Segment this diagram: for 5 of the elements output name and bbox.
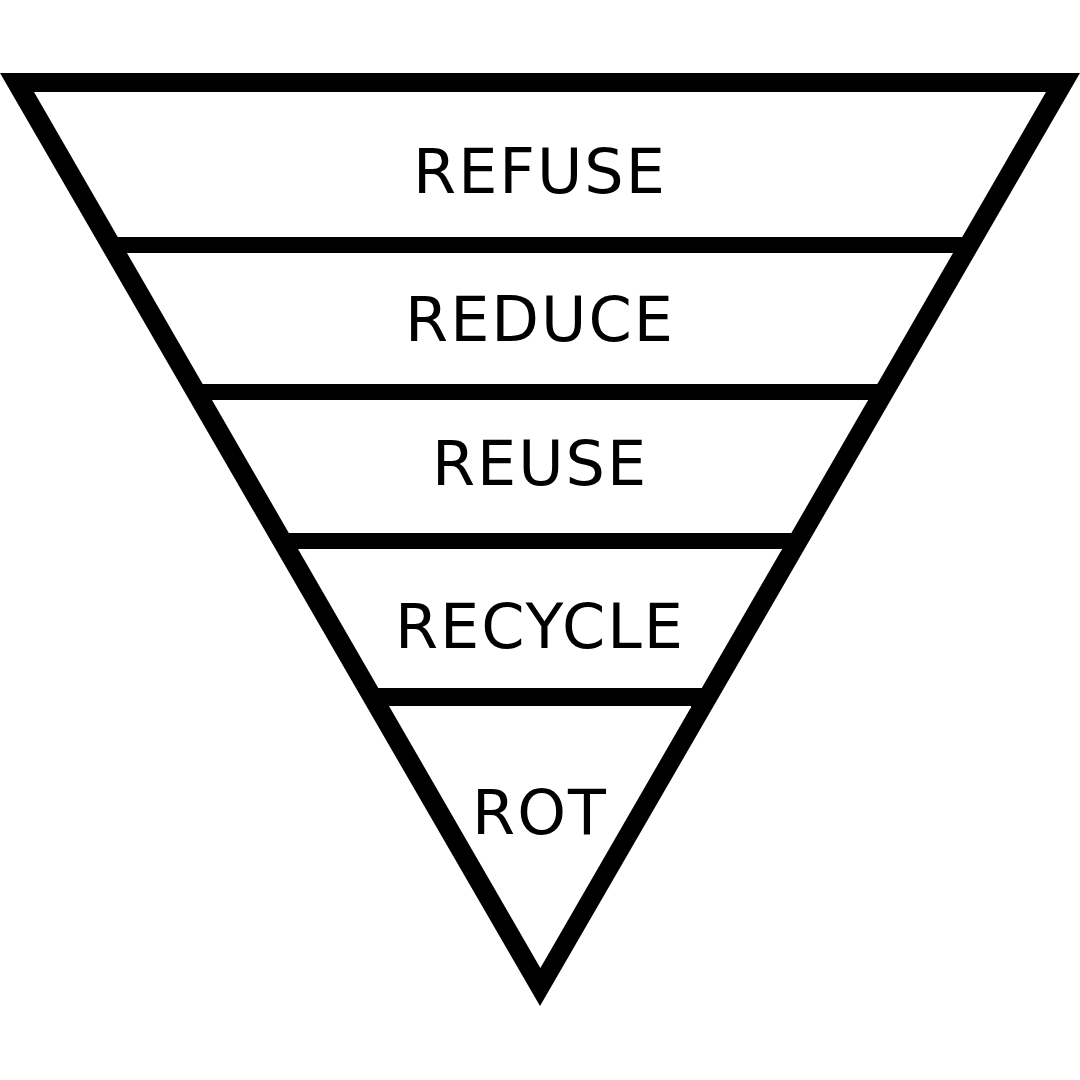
tier-label: REFUSE [413, 137, 667, 207]
tier-label: REDUCE [405, 285, 675, 355]
tier-label: ROT [472, 778, 608, 848]
tier-label: RECYCLE [395, 592, 685, 662]
tier-label: REUSE [431, 429, 649, 499]
